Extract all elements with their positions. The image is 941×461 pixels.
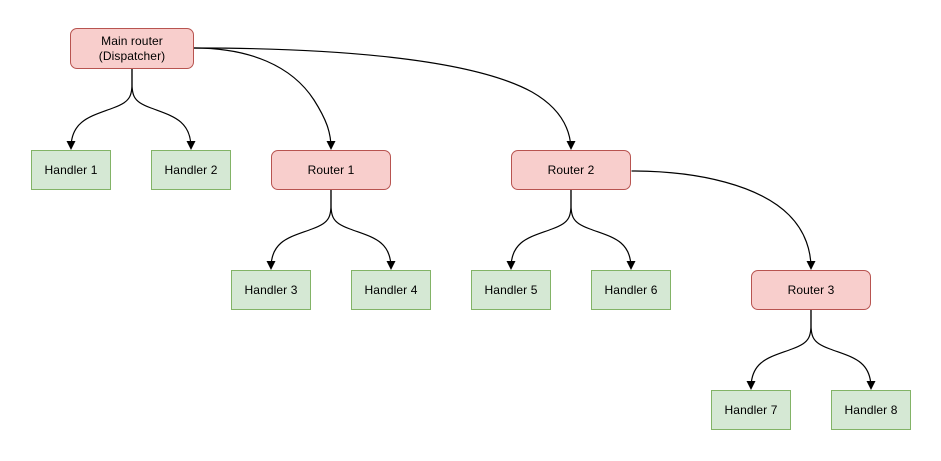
arrow-handler-8-icon [866, 381, 876, 390]
node-label: Handler 2 [164, 162, 218, 177]
edge-main-to-router-2 [193, 47, 572, 149]
edge-main-to-router-1 [193, 47, 332, 149]
arrow-handler-6-icon [626, 261, 636, 270]
node-label: Main router (Dispatcher) [98, 33, 166, 63]
node-handler-7[interactable]: Handler 7 [711, 390, 791, 430]
node-main-router[interactable]: Main router (Dispatcher) [70, 28, 194, 69]
arrow-handler-7-icon [746, 381, 756, 390]
node-label: Handler 8 [844, 402, 898, 417]
node-handler-1[interactable]: Handler 1 [31, 150, 111, 190]
node-label: Handler 3 [244, 282, 298, 297]
arrow-handler-3-icon [266, 261, 276, 270]
arrow-handler-5-icon [506, 261, 516, 270]
arrow-router-3-icon [806, 261, 816, 270]
edge-router-2-to-handler-5 [510, 189, 572, 269]
node-label: Router 2 [547, 162, 595, 177]
node-handler-6[interactable]: Handler 6 [591, 270, 671, 310]
edge-router-2-to-router-3 [631, 170, 812, 269]
arrow-router-2-icon [566, 141, 576, 150]
node-router-3[interactable]: Router 3 [751, 270, 871, 310]
node-handler-4[interactable]: Handler 4 [351, 270, 431, 310]
edge-paths [70, 47, 872, 389]
node-handler-8[interactable]: Handler 8 [831, 390, 911, 430]
node-handler-5[interactable]: Handler 5 [471, 270, 551, 310]
arrow-handler-4-icon [386, 261, 396, 270]
arrow-handler-2-icon [186, 141, 196, 150]
node-label: Handler 5 [484, 282, 538, 297]
edge-router-3-to-handler-8 [810, 309, 872, 389]
arrow-handler-1-icon [66, 141, 76, 150]
edge-main-to-handler-2 [131, 68, 192, 149]
arrow-router-1-icon [326, 141, 336, 150]
node-label: Router 1 [307, 162, 355, 177]
node-label: Handler 1 [44, 162, 98, 177]
node-label: Router 3 [787, 282, 835, 297]
edge-router-1-to-handler-4 [330, 189, 392, 269]
node-label: Handler 6 [604, 282, 658, 297]
node-handler-3[interactable]: Handler 3 [231, 270, 311, 310]
edge-router-3-to-handler-7 [750, 309, 812, 389]
node-router-1[interactable]: Router 1 [271, 150, 391, 190]
edge-main-to-handler-1 [70, 68, 133, 149]
edge-router-2-to-handler-6 [570, 189, 632, 269]
edge-router-1-to-handler-3 [270, 189, 332, 269]
node-handler-2[interactable]: Handler 2 [151, 150, 231, 190]
node-label: Handler 7 [724, 402, 778, 417]
node-label: Handler 4 [364, 282, 418, 297]
node-router-2[interactable]: Router 2 [511, 150, 631, 190]
